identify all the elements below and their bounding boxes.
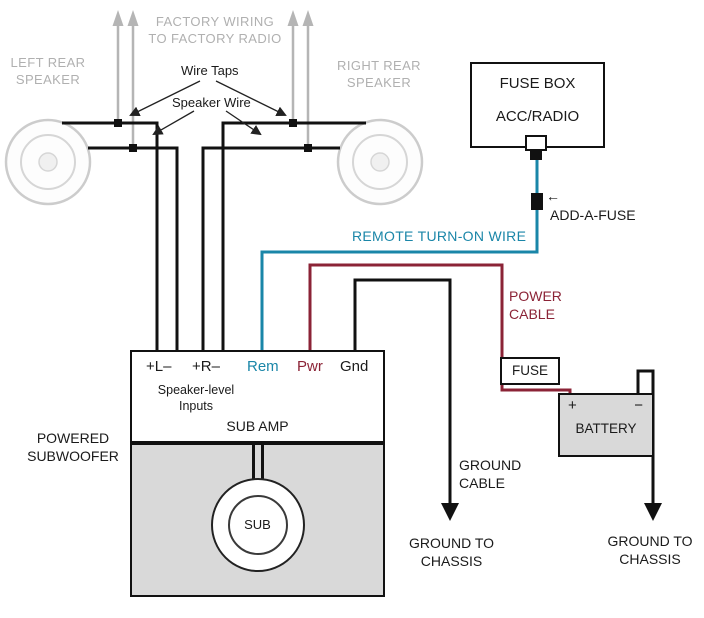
ground-to-chassis-left-label: GROUND TO CHASSIS bbox=[408, 535, 495, 570]
factory-wiring-label: FACTORY WIRING TO FACTORY RADIO bbox=[148, 14, 282, 47]
wire-tap-icon bbox=[289, 119, 297, 127]
down-arrow-icon bbox=[441, 503, 459, 521]
power-cable-label: POWER CABLE bbox=[509, 288, 562, 323]
right-rear-speaker-drawing bbox=[336, 118, 424, 206]
terminal-remote: Rem bbox=[247, 358, 279, 375]
remote-turn-on-wire-label: REMOTE TURN-ON WIRE bbox=[352, 228, 527, 244]
sub-amp-label: SUB AMP bbox=[226, 418, 289, 434]
add-a-fuse-text: ADD-A-FUSE bbox=[550, 206, 636, 223]
battery-label: BATTERY bbox=[575, 421, 637, 436]
right-speaker-wire-1 bbox=[221, 121, 366, 352]
inline-fuse-label: FUSE bbox=[511, 363, 548, 378]
speaker-wires bbox=[62, 121, 366, 352]
speaker-wire-arrow-icon bbox=[225, 110, 262, 136]
battery-plus-terminal: + bbox=[568, 397, 577, 414]
right-speaker-wire-2 bbox=[201, 146, 340, 352]
speaker-wire-arrow-icon bbox=[152, 110, 195, 136]
sub-amp-box: +L– +R– Rem Pwr Gnd Speaker-level Inputs… bbox=[130, 350, 385, 443]
amp-to-sub-connector bbox=[252, 445, 264, 480]
battery-minus-terminal: − bbox=[634, 397, 643, 414]
speaker-level-inputs-label: Speaker-level Inputs bbox=[157, 383, 235, 414]
right-rear-speaker-label: RIGHT REAR SPEAKER bbox=[337, 58, 421, 91]
left-rear-speaker-label: LEFT REAR SPEAKER bbox=[10, 55, 86, 88]
wire-taps-arrow-icon bbox=[129, 80, 201, 116]
ground-to-chassis-right-label: GROUND TO CHASSIS bbox=[607, 533, 693, 568]
battery: + − BATTERY bbox=[558, 393, 654, 457]
left-rear-speaker-drawing bbox=[4, 118, 92, 206]
powered-subwoofer-label: POWERED SUBWOOFER bbox=[27, 430, 119, 465]
annotation-arrows bbox=[129, 80, 287, 136]
subwoofer-enclosure: SUB bbox=[130, 443, 385, 597]
fuse-box-circuit-label: ACC/RADIO bbox=[495, 108, 580, 125]
wire-taps-label: Wire Taps bbox=[181, 63, 239, 78]
terminal-power: Pwr bbox=[297, 358, 323, 375]
subwoofer-driver: SUB bbox=[211, 478, 305, 572]
add-a-fuse-holder bbox=[531, 193, 543, 210]
ground-cable-label: GROUND CABLE bbox=[459, 457, 522, 492]
amp-ground-path bbox=[353, 278, 459, 521]
terminal-ground: Gnd bbox=[340, 358, 369, 375]
fuse-box-title: FUSE BOX bbox=[499, 75, 576, 92]
wire-tap-icon bbox=[114, 119, 122, 127]
inline-fuse: FUSE bbox=[500, 357, 560, 385]
left-speaker-wire-2 bbox=[88, 146, 179, 352]
fuse-box: FUSE BOX ACC/RADIO bbox=[470, 62, 605, 148]
subwoofer-cone: SUB bbox=[227, 494, 288, 555]
wire-taps-arrow-icon bbox=[215, 80, 287, 116]
acc-fuse-tap bbox=[530, 149, 542, 160]
wire-tap-icon bbox=[129, 144, 137, 152]
wire-tap-icon bbox=[304, 144, 312, 152]
sub-label: SUB bbox=[244, 516, 271, 532]
terminal-right-input: +R– bbox=[192, 358, 220, 375]
down-arrow-icon bbox=[644, 503, 662, 521]
add-a-fuse-label: ← ADD-A-FUSE bbox=[546, 169, 636, 224]
wire-tap-connectors bbox=[114, 119, 312, 152]
speaker-wire-label: Speaker Wire bbox=[172, 95, 251, 110]
left-speaker-wire-1 bbox=[62, 121, 159, 352]
terminal-left-input: +L– bbox=[146, 358, 172, 375]
factory-wiring-arrows bbox=[112, 10, 314, 146]
left-arrow-icon: ← bbox=[546, 188, 560, 205]
